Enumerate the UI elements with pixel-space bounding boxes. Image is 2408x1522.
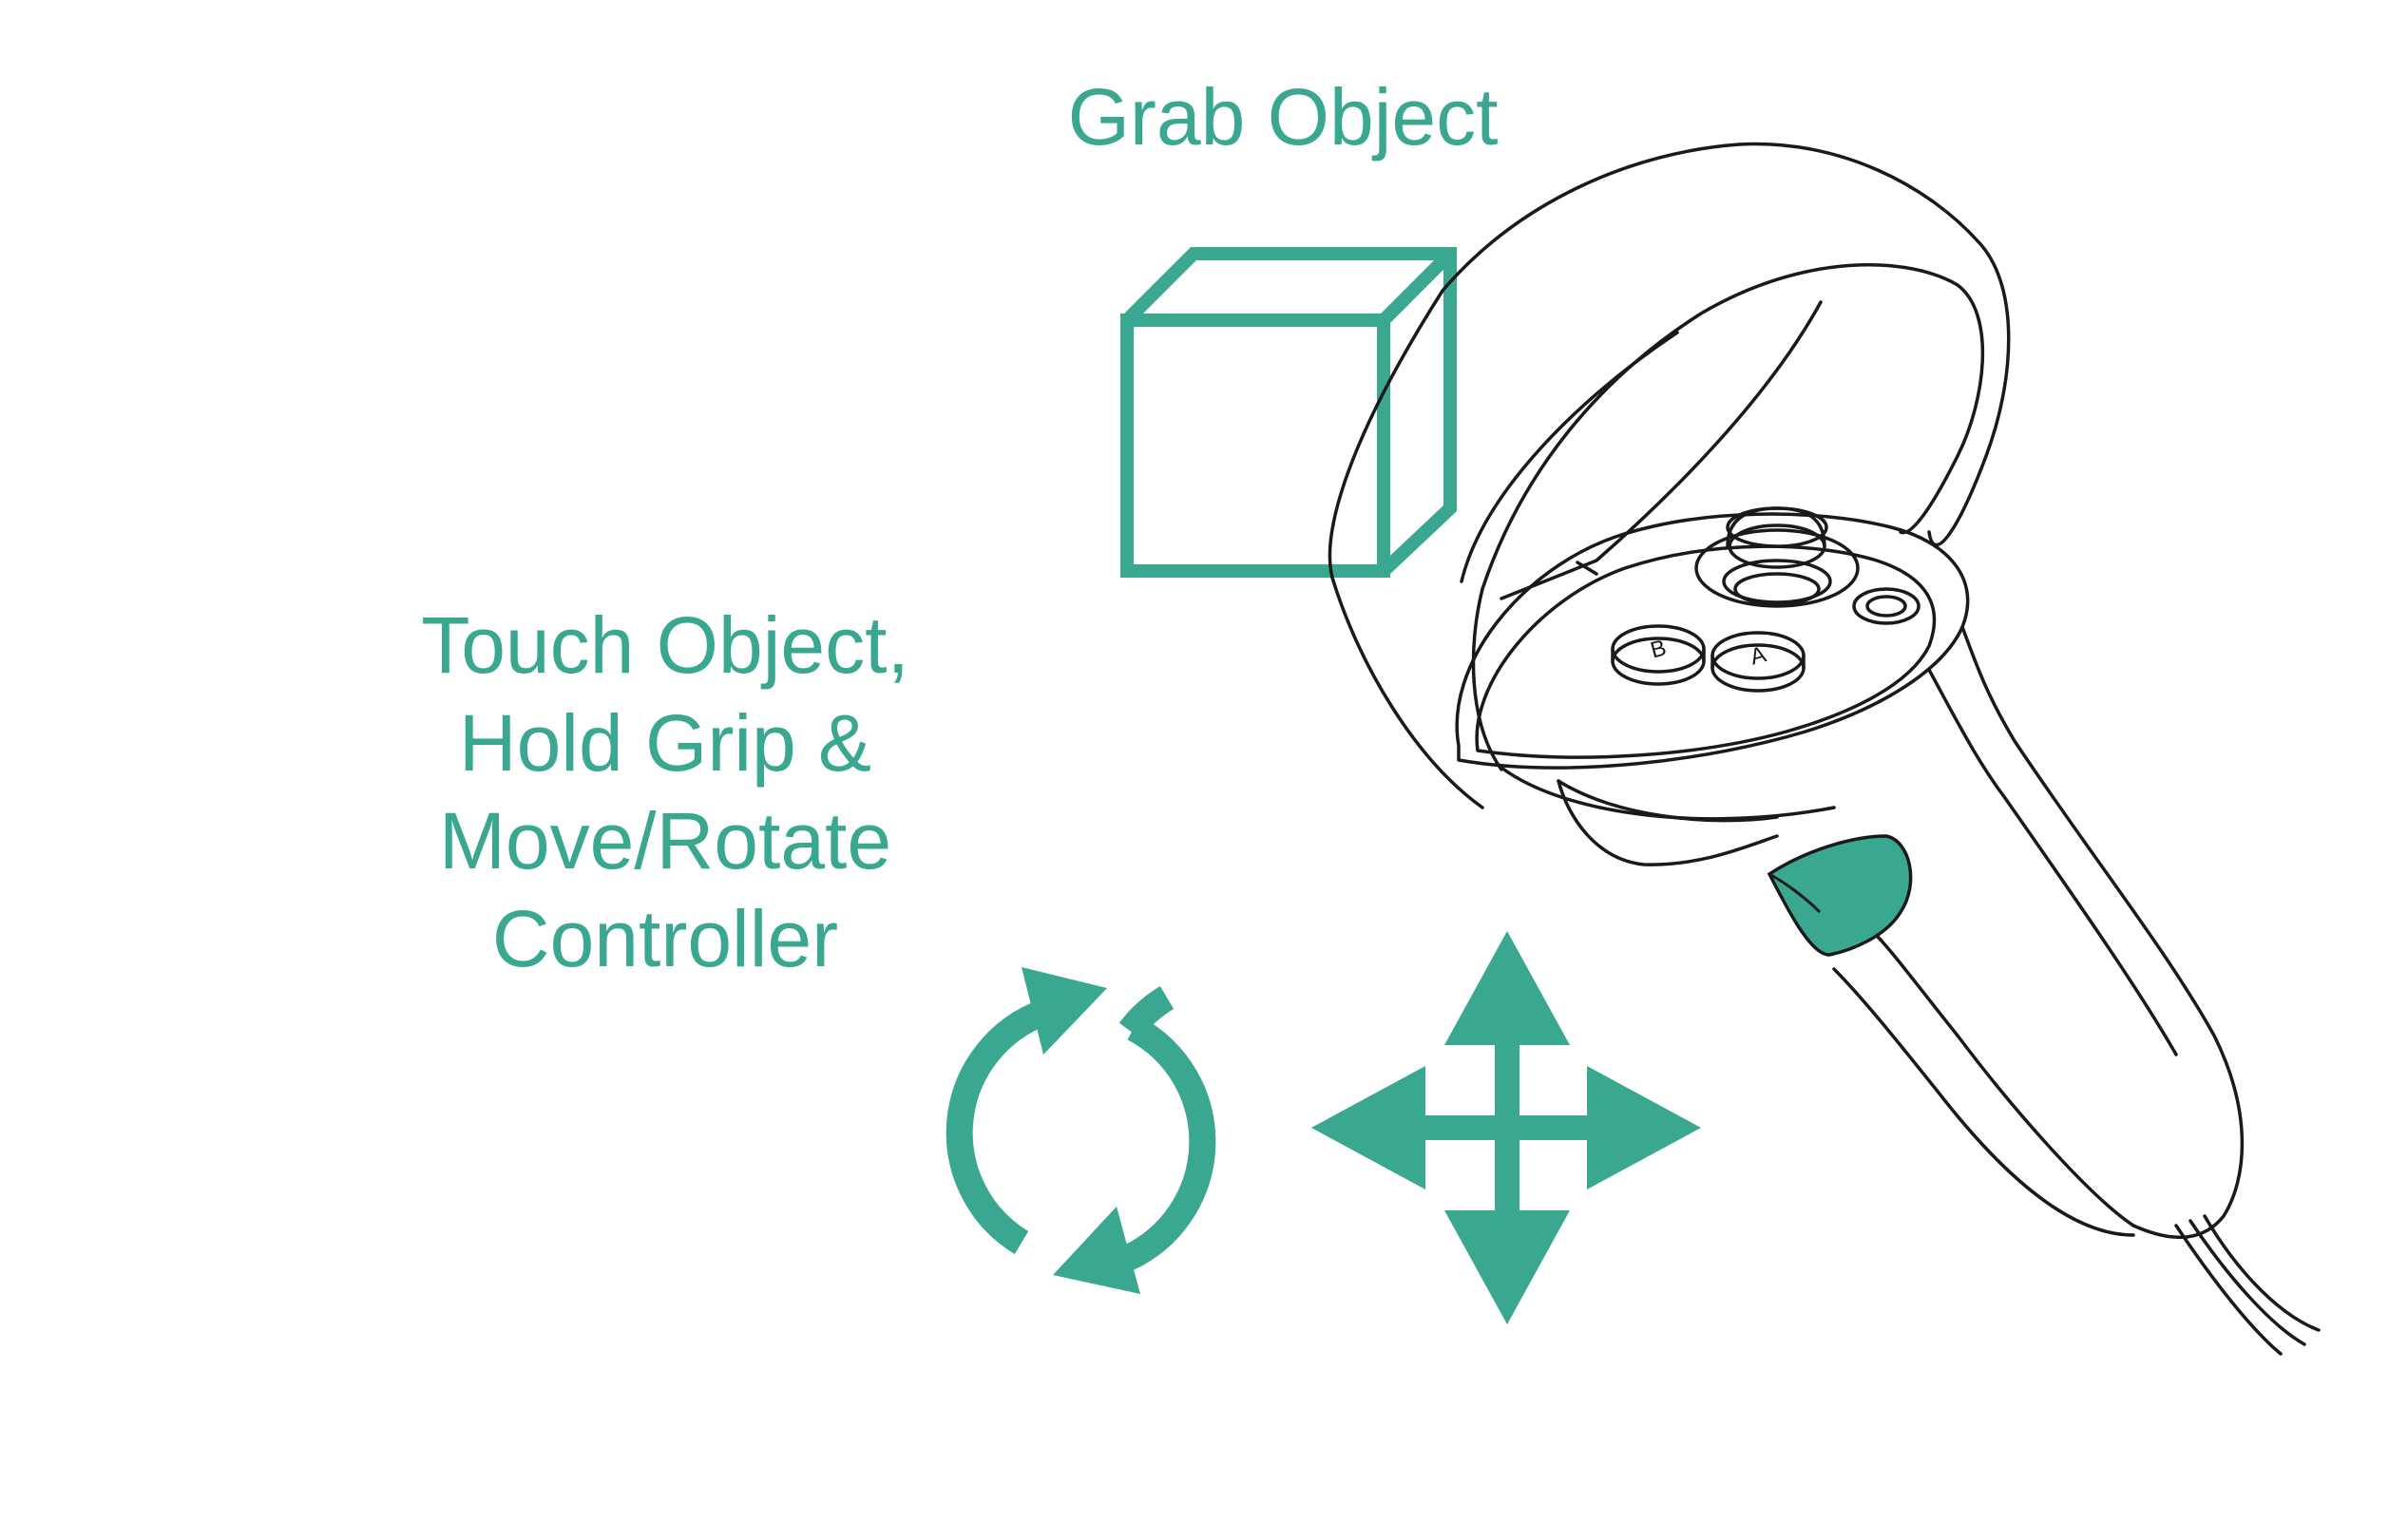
instruction-line-4: Controller [491,894,839,983]
b-button-label: B [1648,635,1669,663]
vr-controller-icon [1328,142,2321,1356]
cube-icon [1120,247,1457,578]
instruction-line-1: Touch Object, [421,600,909,690]
instruction-line-3: Move/Rotate [438,796,892,885]
grip-trigger [1767,834,1913,957]
grab-object-title: Grab Object [1067,72,1499,162]
a-button-label: A [1748,641,1768,670]
rotate-icon [946,967,1216,1294]
instruction-line-2: Hold Grip & [458,698,872,788]
move-icon [1311,931,1701,1324]
grab-instructions: Touch Object, Hold Grip & Move/Rotate Co… [323,597,1007,988]
